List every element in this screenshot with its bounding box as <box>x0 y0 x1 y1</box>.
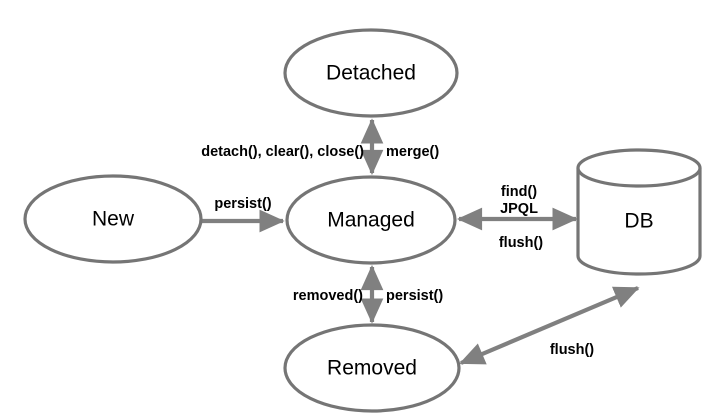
node-shape-removed[interactable] <box>283 323 461 413</box>
node-shape-detached[interactable] <box>283 28 459 118</box>
edge-label-detach-clear-close: detach(), clear(), close() <box>201 144 364 160</box>
node-detached[interactable]: Detached <box>283 28 459 118</box>
node-db[interactable]: DB <box>576 148 702 276</box>
edge-label-flush-managed-db: flush() <box>499 235 543 251</box>
node-label-removed: Removed <box>327 357 417 380</box>
edge-line-removed-db <box>459 286 640 365</box>
edge-label-persist-removed: persist() <box>386 288 443 304</box>
node-managed[interactable]: Managed <box>285 175 457 265</box>
node-new[interactable]: New <box>23 174 203 264</box>
node-label-managed: Managed <box>327 209 415 232</box>
node-label-new: New <box>92 208 135 231</box>
edge-label-merge: merge() <box>386 144 439 160</box>
edge-new-to-managed: persist() <box>202 196 285 233</box>
node-label-db: DB <box>624 210 653 233</box>
node-shape-new[interactable] <box>23 174 203 264</box>
edge-label-find: find() <box>501 184 537 200</box>
edge-label-flush-removed-db: flush() <box>550 342 594 358</box>
edge-managed-removed: removed() persist() <box>293 264 443 324</box>
edge-removed-db: flush() <box>459 286 640 365</box>
edge-label-removed: removed() <box>293 288 363 304</box>
edge-managed-detached: detach(), clear(), close() merge() <box>201 118 439 176</box>
node-removed[interactable]: Removed <box>283 323 461 413</box>
node-shape-db-top[interactable] <box>576 148 702 188</box>
edge-label-jpql: JPQL <box>500 201 538 217</box>
edge-label-persist-new: persist() <box>214 196 271 212</box>
node-shape-managed[interactable] <box>285 175 457 265</box>
node-label-detached: Detached <box>326 62 416 85</box>
edge-managed-db: find() JPQL flush() <box>456 184 578 251</box>
node-shape-db-body[interactable] <box>576 166 702 276</box>
